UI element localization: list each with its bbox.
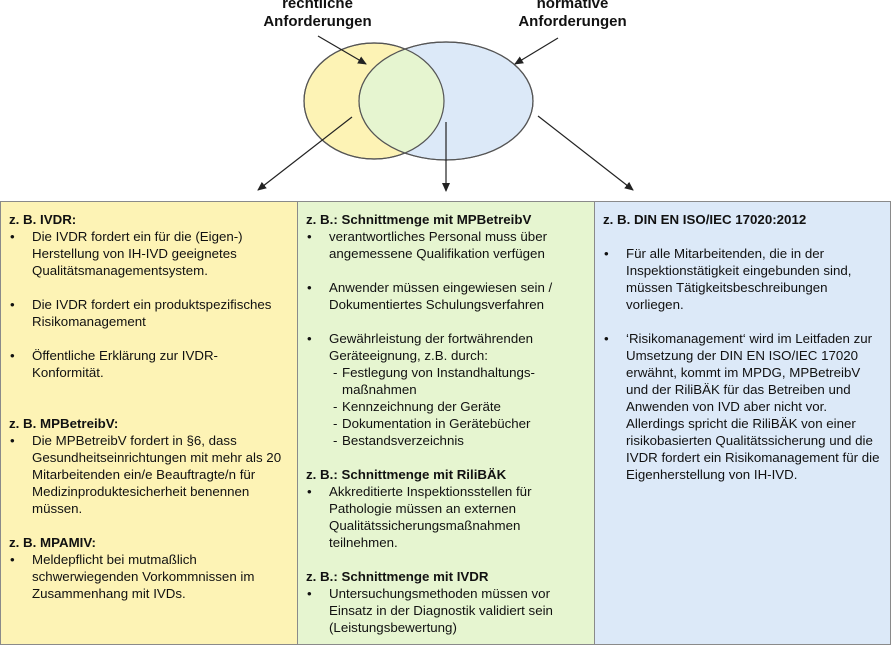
label-legal-requirements: rechtliche Anforderungen (250, 0, 385, 31)
sublist-item: Dokumentation in Gerätebücher (333, 415, 584, 432)
label-legal-line1: rechtliche (282, 0, 353, 12)
list-item: Für alle Mitarbeitenden, die in der Insp… (603, 245, 880, 313)
list-item: Die IVDR fordert ein für die (Eigen-) He… (9, 228, 287, 279)
normative-requirements-column: z. B. DIN EN ISO/IEC 17020:2012 Für alle… (594, 201, 891, 645)
list-item: Anwender müssen eingewiesen sein / Dokum… (306, 279, 584, 313)
section-title-mpbetreibv: z. B. MPBetreibV: (9, 416, 119, 431)
section-title-iso17020: z. B. DIN EN ISO/IEC 17020:2012 (603, 212, 807, 227)
pointer-left-label (317, 35, 367, 65)
overlap-requirements-column: z. B.: Schnittmenge mit MPBetreibV veran… (297, 201, 595, 645)
list-item: Untersuchungsmethoden müssen vor Einsatz… (306, 585, 584, 636)
device-suitability-sublist: Festlegung von Instandhaltungs-maßnahmen… (306, 364, 584, 449)
sublist-item: Festlegung von Instandhaltungs-maßnahmen (333, 364, 584, 398)
legal-requirements-column: z. B. IVDR: Die IVDR fordert ein für die… (0, 201, 298, 645)
ivdr-overlap-list: Untersuchungsmethoden müssen vor Einsatz… (306, 585, 584, 636)
venn-diagram (257, 35, 634, 192)
list-item: Akkreditierte Inspektionsstellen für Pat… (306, 483, 584, 551)
arrow-to-right-column (537, 115, 634, 191)
mpamiv-list: Meldepflicht bei mutmaßlich schwerwiegen… (9, 551, 287, 602)
label-normative-line2: Anforderungen (518, 13, 627, 30)
label-normative-requirements: normative Anforderungen (505, 0, 640, 31)
section-title-ivdr-overlap: z. B.: Schnittmenge mit IVDR (306, 569, 489, 584)
sublist-item: Bestandsverzeichnis (333, 432, 584, 449)
list-item: verantwortliches Personal muss über ange… (306, 228, 584, 262)
sublist-item: Kennzeichnung der Geräte (333, 398, 584, 415)
mpbetreibv-list: Die MPBetreibV fordert in §6, dass Gesun… (9, 432, 287, 517)
list-item: ‘Risikomanagement‘ wird im Leitfaden zur… (603, 330, 880, 483)
list-item: Meldepflicht bei mutmaßlich schwerwiegen… (9, 551, 287, 602)
list-item: Gewährleistung der fortwährenden Gerätee… (306, 330, 584, 364)
section-title-ivdr: z. B. IVDR: (9, 212, 77, 227)
section-title-mpbetreibv-overlap: z. B.: Schnittmenge mit MPBetreibV (306, 212, 532, 227)
section-title-rilibaek-overlap: z. B.: Schnittmenge mit RiliBÄK (306, 467, 507, 482)
label-legal-line2: Anforderungen (263, 13, 372, 30)
list-item: Die IVDR fordert ein produktspezifisches… (9, 296, 287, 330)
mpbetreibv-overlap-list: verantwortliches Personal muss über ange… (306, 228, 584, 364)
section-title-mpamiv: z. B. MPAMIV: (9, 535, 96, 550)
ivdr-list: Die IVDR fordert ein für die (Eigen-) He… (9, 228, 287, 381)
list-item: Öffentliche Erklärung zur IVDR-Konformit… (9, 347, 287, 381)
venn-left-outline (303, 42, 445, 160)
label-normative-line1: normative (536, 0, 609, 12)
pointer-right-label (514, 37, 559, 65)
venn-overlap (359, 43, 444, 159)
list-item: Die MPBetreibV fordert in §6, dass Gesun… (9, 432, 287, 517)
rilibaek-overlap-list: Akkreditierte Inspektionsstellen für Pat… (306, 483, 584, 551)
arrow-to-left-column (257, 116, 353, 191)
iso17020-list: Für alle Mitarbeitenden, die in der Insp… (603, 245, 880, 483)
